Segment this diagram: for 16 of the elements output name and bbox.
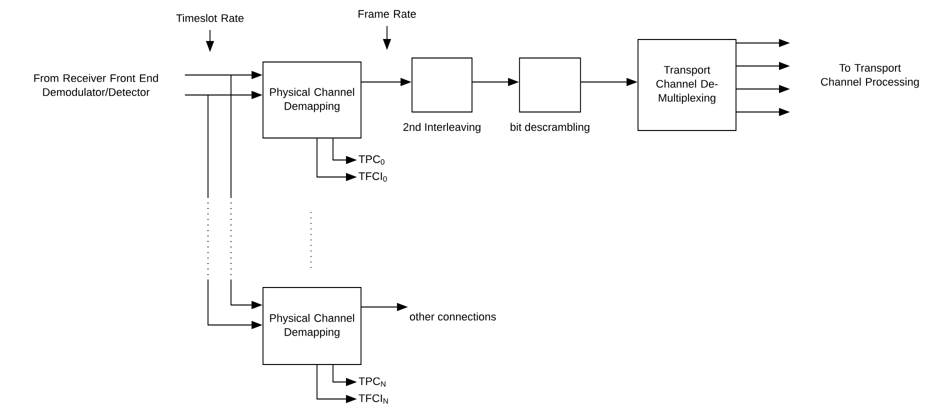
node-text: other connections bbox=[410, 312, 496, 321]
box-caption: 2nd Interleaving bbox=[403, 122, 480, 134]
process-box: Physical Channel Demapping bbox=[262, 62, 362, 138]
process-box: Physical Channel Demapping bbox=[262, 287, 362, 365]
empty-box bbox=[519, 58, 581, 112]
label-text: Frame Rate bbox=[358, 10, 416, 18]
node-text: From Receiver Front End Demodulator/Detector bbox=[34, 74, 158, 96]
node-text: TFCI$_{N}$ bbox=[358, 394, 388, 404]
empty-box bbox=[412, 58, 472, 112]
label-text: Timeslot Rate bbox=[176, 14, 244, 22]
node-text: TFCI$_{0}$ bbox=[358, 172, 387, 182]
node-text: TPC$_{N}$ bbox=[358, 377, 386, 387]
process-box: Transport Channel De-Multiplexing bbox=[638, 39, 736, 131]
box-caption: bit descrambling bbox=[510, 122, 590, 134]
node-text: TPC$_{0}$ bbox=[358, 155, 384, 165]
label-text: To Transport Channel Processing bbox=[821, 64, 919, 88]
